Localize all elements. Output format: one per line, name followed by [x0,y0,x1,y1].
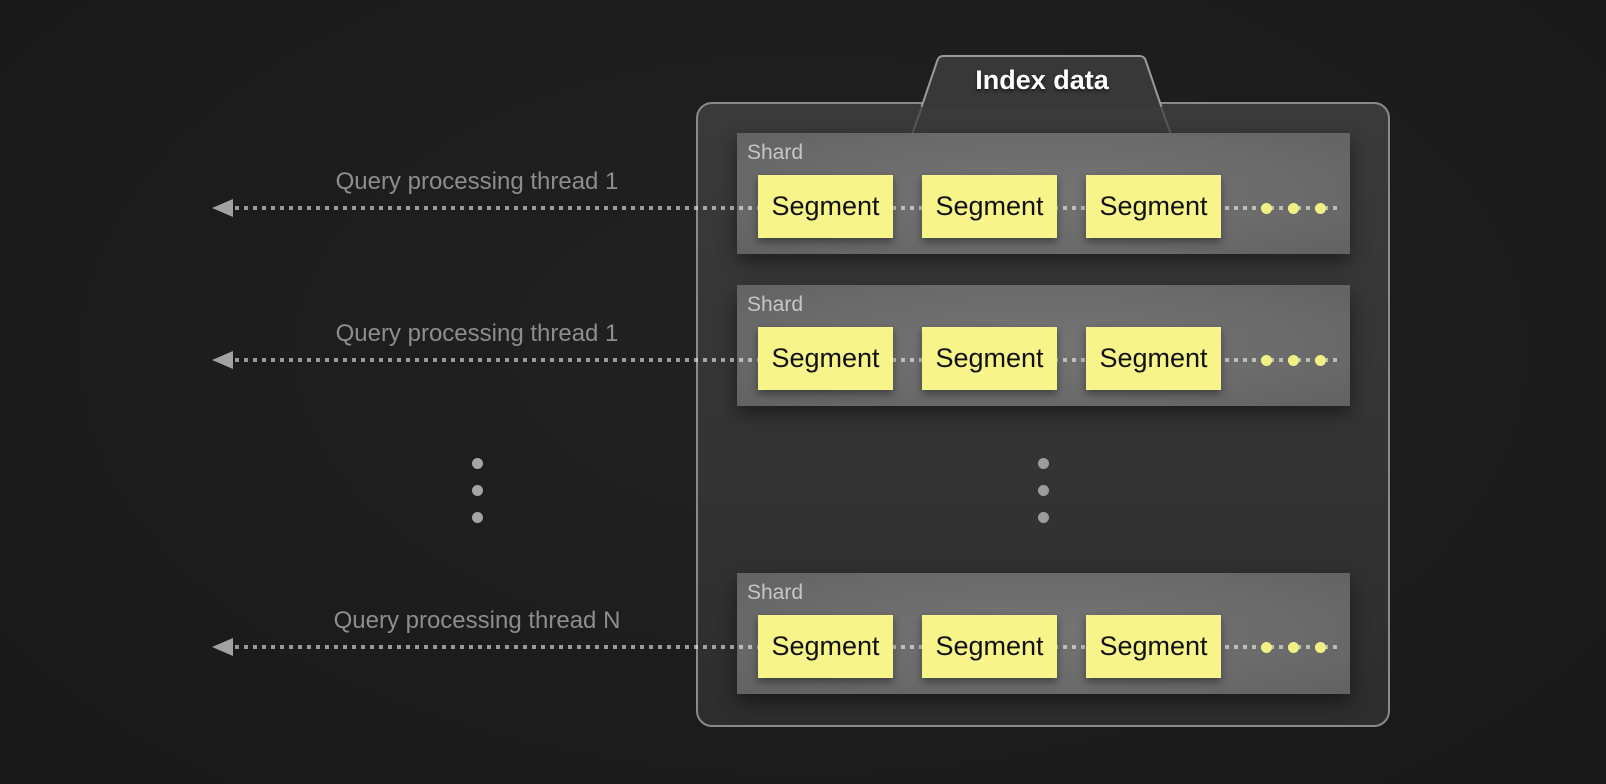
query-thread-label: Query processing thread 1 [335,168,619,195]
shard-label: Shard [747,141,804,164]
segment-box: Segment [922,327,1057,390]
more-segments-ellipsis-icon [1314,641,1326,653]
query-thread-label: Query processing thread 1 [335,320,619,347]
more-segments-ellipsis-icon [1260,202,1272,214]
more-segments-ellipsis-icon [1287,641,1299,653]
more-segments-ellipsis-icon [1260,354,1272,366]
segment-box: Segment [1086,175,1221,238]
arrow-left-icon [212,199,233,217]
arrow-left-icon [212,638,233,656]
more-shards-ellipsis-icon [1037,485,1049,496]
segment-box: Segment [922,615,1057,678]
more-threads-ellipsis-icon [471,458,483,469]
segment-box: Segment [1086,615,1221,678]
more-threads-ellipsis-icon [471,512,483,523]
more-segments-ellipsis-icon [1314,202,1326,214]
index-data-tab-label: Index data [975,65,1109,95]
shard-label: Shard [747,293,804,316]
shard-label: Shard [747,581,804,604]
segment-box: Segment [922,175,1057,238]
more-segments-ellipsis-icon [1287,202,1299,214]
more-segments-ellipsis-icon [1287,354,1299,366]
more-threads-ellipsis-icon [471,485,483,496]
query-thread-label: Query processing thread N [333,607,621,634]
segment-box: Segment [758,327,893,390]
more-shards-ellipsis-icon [1037,512,1049,523]
more-segments-ellipsis-icon [1314,354,1326,366]
segment-box: Segment [1086,327,1221,390]
more-shards-ellipsis-icon [1037,458,1049,469]
more-segments-ellipsis-icon [1260,641,1272,653]
segment-box: Segment [758,615,893,678]
segment-box: Segment [758,175,893,238]
arrow-left-icon [212,351,233,369]
